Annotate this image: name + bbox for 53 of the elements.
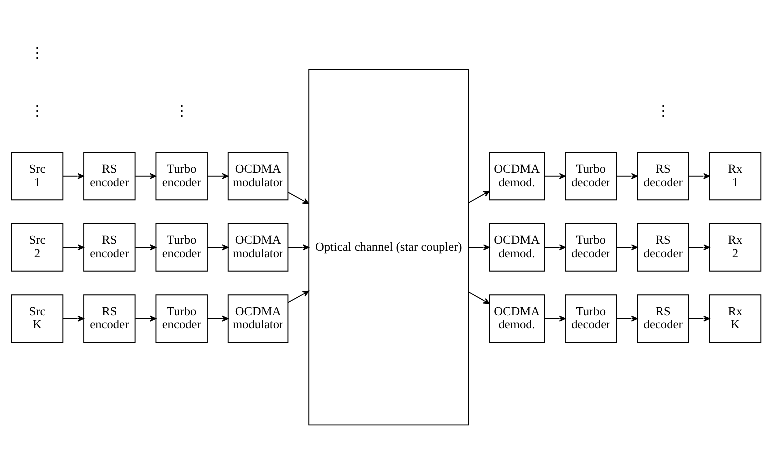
node-box: RS encoder [84, 294, 136, 344]
label: ⋮ [656, 102, 671, 120]
node-box: Turbo decoder [565, 223, 618, 272]
arrow [468, 190, 490, 204]
node-box: OCDMA modulator [228, 294, 289, 344]
node-box: Rx K [709, 294, 762, 344]
node-box: Src K [11, 294, 64, 344]
node-box: OCDMA demod. [489, 294, 546, 344]
label: ⋮ [30, 44, 46, 62]
arrow [135, 173, 156, 180]
arrow [468, 244, 490, 251]
node-box: Turbo decoder [565, 294, 618, 344]
arrow [616, 173, 638, 180]
arrow [62, 173, 84, 180]
arrow [688, 173, 710, 180]
arrow [207, 244, 229, 251]
node-box: Turbo decoder [565, 152, 618, 201]
arrow [544, 316, 566, 322]
node-box: Rx 2 [709, 223, 762, 272]
arrow [62, 316, 84, 322]
arrow [616, 244, 638, 251]
node-box: Turbo encoder [156, 223, 208, 272]
arrow [135, 316, 156, 322]
node-box: RS encoder [84, 223, 136, 272]
node-box: OCDMA demod. [489, 223, 546, 272]
node-box: RS decoder [637, 294, 690, 344]
node-box: RS decoder [637, 223, 690, 272]
node-box: Optical channel (star coupler) [308, 70, 470, 426]
arrow [468, 292, 490, 304]
arrow [207, 173, 229, 180]
arrow [688, 316, 710, 322]
arrow [688, 244, 710, 251]
node-box: Src 2 [11, 223, 64, 272]
label: ⋮ [174, 102, 190, 120]
node-box: OCDMA modulator [228, 152, 289, 201]
node-box: Src 1 [11, 152, 64, 201]
arrow [616, 316, 638, 322]
arrow [544, 244, 566, 251]
arrow [544, 173, 566, 180]
node-box: RS decoder [637, 152, 690, 201]
arrow [288, 192, 310, 204]
node-box: OCDMA demod. [489, 152, 546, 201]
arrow [135, 244, 156, 251]
node-box: RS encoder [84, 152, 136, 201]
arrow [207, 316, 229, 322]
node-box: OCDMA modulator [228, 223, 289, 272]
node-box: Turbo encoder [156, 294, 208, 344]
node-box: Turbo encoder [156, 152, 208, 201]
node-box: Rx 1 [709, 152, 762, 201]
arrow [288, 244, 310, 251]
arrow [288, 290, 310, 304]
arrow [62, 244, 84, 251]
label: ⋮ [30, 102, 46, 120]
